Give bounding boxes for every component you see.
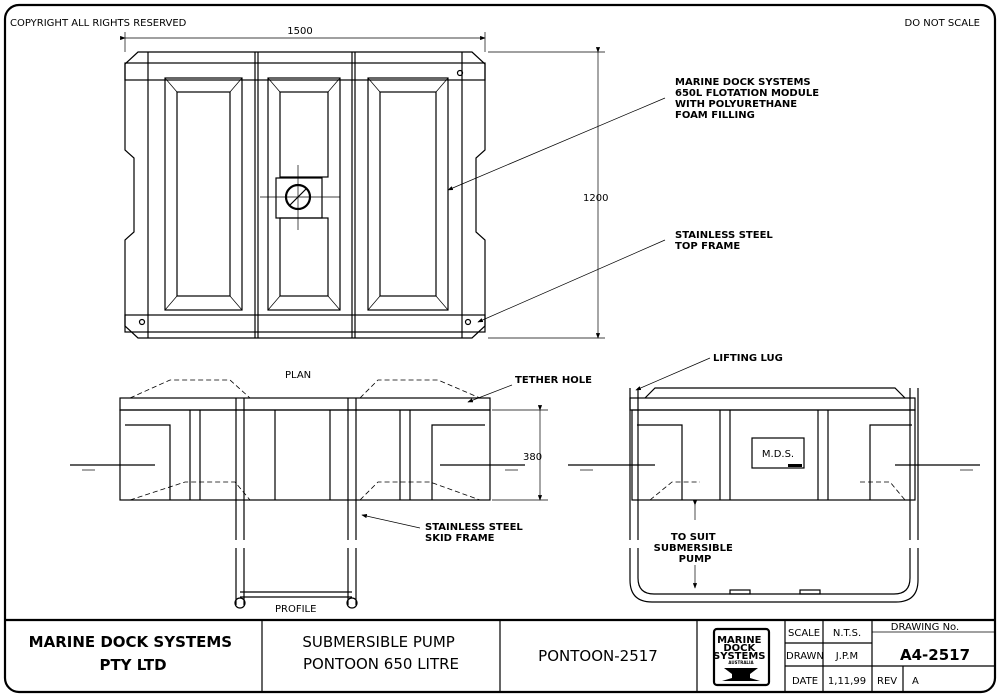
drawing-number: A4-2517 — [900, 646, 970, 664]
date-label: DATE — [792, 676, 818, 687]
waterline — [568, 464, 980, 471]
tether-hole-callout: TETHER HOLE — [515, 375, 592, 386]
drawing-title: SUBMERSIBLE PUMP PONTOON 650 LITRE — [302, 633, 459, 673]
top-frame-callout: STAINLESS STEEL TOP FRAME — [675, 230, 776, 252]
scale-label: SCALE — [788, 628, 820, 639]
drawing-number-label: DRAWING No. — [891, 622, 959, 633]
date-value: 1,11,99 — [828, 676, 866, 687]
scale-value: N.T.S. — [833, 628, 861, 639]
company-name: MARINE DOCK SYSTEMS PTY LTD — [29, 633, 238, 674]
top-frame-bar — [124, 62, 486, 81]
plan-view: 1500 1200 MARINE DOCK SYSTEMS 650L FLOTA… — [120, 26, 823, 381]
drawn-label: DRAWN — [786, 651, 824, 662]
svg-text:MARINE DOCK SY: MARINE DOCK SYSTEMS AUSTRALIA — [713, 635, 769, 665]
module-panel — [367, 77, 449, 311]
profile-view: 380 TETHER HOLE STAINLESS STEEL SKID FRA… — [70, 375, 592, 615]
lifting-lug-callout: LIFTING LUG — [713, 353, 783, 364]
side-view: M.D.S. LIFTING LUG TO SUIT SUBMERSIBLE P… — [568, 353, 980, 603]
title-block: MARINE DOCK SYSTEMS PTY LTD SUBMERSIBLE … — [5, 618, 995, 692]
waterline — [70, 464, 525, 471]
mds-badge-plate — [751, 437, 805, 469]
plan-height-dimension: 1200 — [583, 193, 608, 204]
skid-leg — [234, 398, 246, 609]
rev-value: A — [912, 676, 919, 687]
mds-badge: M.D.S. — [762, 449, 794, 460]
rev-label: REV — [877, 676, 897, 687]
product-code: PONTOON-2517 — [538, 647, 658, 665]
profile-depth-dimension: 380 — [523, 452, 542, 463]
module-panel — [267, 77, 341, 311]
bottom-frame-bar — [124, 314, 486, 333]
module-callout: MARINE DOCK SYSTEMS 650L FLOTATION MODUL… — [675, 77, 823, 121]
drawn-value: J.P.M — [835, 651, 858, 662]
pump-note: TO SUIT SUBMERSIBLE PUMP — [654, 532, 737, 565]
skid-leg — [346, 398, 358, 609]
lifting-frame — [629, 388, 919, 603]
copyright-note: COPYRIGHT ALL RIGHTS RESERVED — [10, 18, 187, 29]
profile-label: PROFILE — [275, 604, 316, 615]
plan-label: PLAN — [285, 370, 311, 381]
skid-frame-callout: STAINLESS STEEL SKID FRAME — [425, 522, 526, 544]
drawing-border — [3, 3, 997, 694]
company-logo: MARINE DOCK SYSTEMS AUSTRALIA — [712, 627, 771, 687]
plan-width-dimension: 1500 — [287, 26, 312, 37]
filler-cap — [260, 165, 340, 230]
module-panel — [164, 77, 243, 311]
do-not-scale-note: DO NOT SCALE — [905, 18, 980, 29]
